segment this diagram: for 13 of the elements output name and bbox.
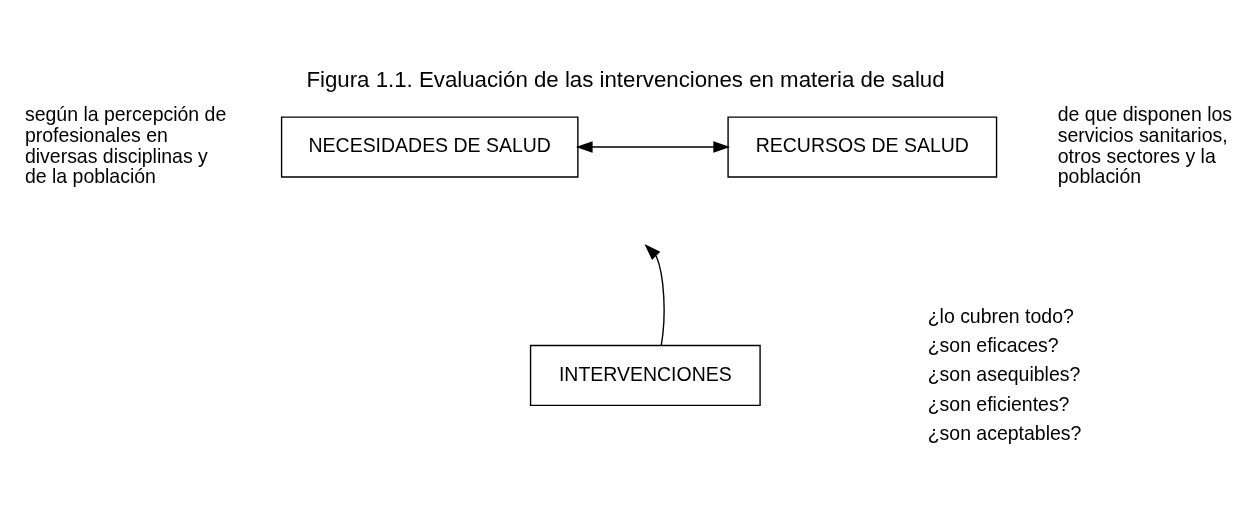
node-box: NECESIDADES DE SALUD — [280, 115, 579, 178]
node-label: según la percepción de profesionales en diversas disciplinas y de la población — [24, 102, 227, 187]
node-box: RECURSOS DE SALUD — [727, 115, 998, 178]
node-box: INTERVENCIONES — [529, 344, 761, 406]
node-label: de que disponen los servicios sanitarios, otros sectores y la población — [1057, 102, 1233, 187]
arrow — [575, 140, 731, 153]
diagram-title: Figura 1.1. Evaluación de las intervenciones en materia de salud — [306, 66, 945, 92]
label: ¿son aceptables? — [927, 421, 1082, 444]
label: ¿son eficientes? — [927, 392, 1070, 415]
label: ¿son eficaces? — [927, 333, 1059, 356]
label: ¿son asequibles? — [927, 362, 1081, 385]
label: ¿lo cubren todo? — [927, 304, 1074, 327]
arrow — [644, 243, 665, 346]
